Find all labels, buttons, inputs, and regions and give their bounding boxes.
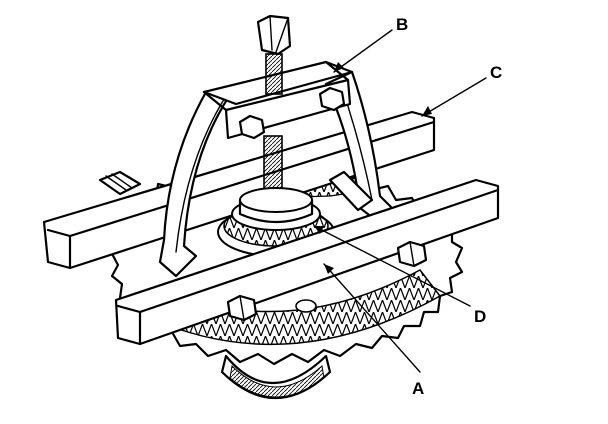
callout-label-d: D: [474, 307, 486, 326]
callout-leader-c: [421, 77, 487, 117]
puller-bar-front: [114, 178, 500, 346]
forcing-screw: [256, 14, 292, 208]
carrier-bottom: [220, 354, 332, 400]
callout-leader-b: [333, 29, 393, 73]
bar-bolt-left: [226, 294, 258, 322]
bar-bolt-right: [396, 240, 428, 268]
bar-stud: [295, 299, 317, 313]
yoke-nut-right: [318, 86, 346, 112]
callout-label-b: B: [396, 15, 408, 34]
callout-leader-d: [313, 225, 471, 307]
callout-leader-a: [323, 263, 421, 373]
callout-label-a: A: [412, 379, 424, 398]
callout-label-c: C: [490, 63, 502, 82]
bearing-puller-frame: [158, 60, 400, 278]
side-stud: [98, 170, 142, 196]
puller-bar-rear: [42, 110, 436, 270]
cross-bolt: [328, 170, 374, 212]
yoke-nut-left: [238, 114, 266, 140]
